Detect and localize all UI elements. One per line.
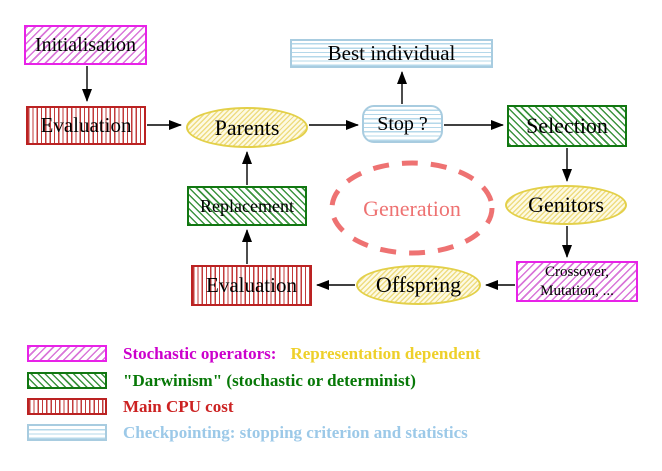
- node-crossover-mutation: Crossover, Mutation, ...: [516, 261, 638, 302]
- node-replacement: Replacement: [187, 186, 307, 226]
- crossover-line1: Crossover,: [545, 263, 609, 280]
- legend-label-checkpointing: Checkpointing: stopping criterion and st…: [123, 423, 468, 442]
- legend-text-representation: Representation dependent: [290, 344, 481, 363]
- legend-label-cpu-cost: Main CPU cost: [123, 397, 234, 416]
- legend-swatch-darwinism: [27, 372, 107, 389]
- node-evaluation-top: Evaluation: [26, 106, 146, 145]
- node-selection: Selection: [507, 105, 627, 147]
- generation-label: Generation: [363, 196, 461, 221]
- legend-swatch-stochastic-operators: [27, 345, 107, 362]
- legend-label-stochastic-operators: Stochastic operators: Representation depe…: [123, 344, 480, 364]
- node-evaluation-bottom: Evaluation: [191, 265, 312, 306]
- node-genitors: Genitors: [505, 185, 627, 225]
- node-best-individual: Best individual: [290, 39, 493, 68]
- crossover-line2: Mutation, ...: [540, 282, 614, 299]
- legend-text-stochastic: Stochastic operators:: [123, 344, 277, 363]
- legend-swatch-cpu-cost: [27, 398, 107, 415]
- legend-label-darwinism: "Darwinism" (stochastic or determinist): [123, 371, 416, 390]
- node-stop: Stop ?: [362, 105, 443, 143]
- node-initialisation: Initialisation: [24, 25, 147, 65]
- legend-swatch-checkpointing: [27, 424, 107, 441]
- node-parents: Parents: [186, 107, 308, 148]
- node-offspring: Offspring: [356, 265, 481, 305]
